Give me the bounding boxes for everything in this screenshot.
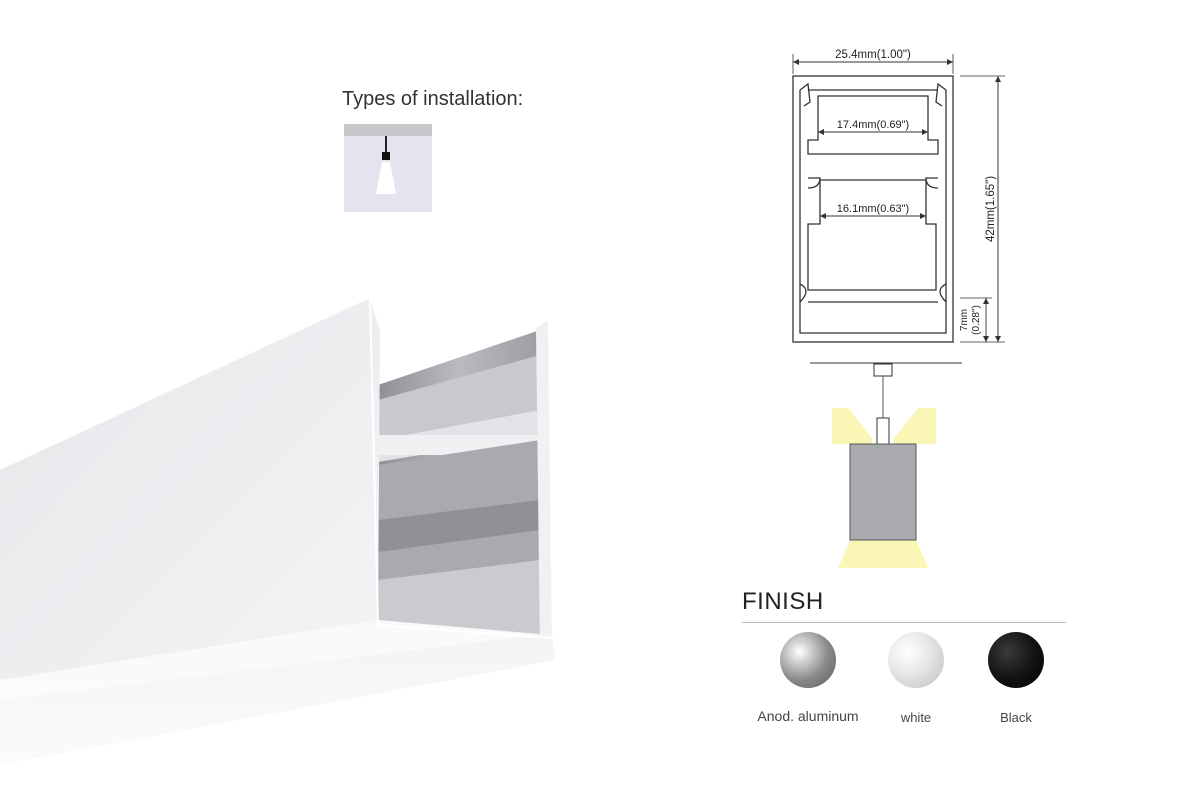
finish-title: FINISH [742,588,824,615]
finish-label-white: white [900,710,932,725]
base-label-mm: 7mm [959,309,970,331]
pendant-illustration [810,362,962,568]
width-label: 25.4mm(1.00") [835,49,911,61]
base-dimension: 7mm (0.28") [959,297,992,342]
swatch-anodized-aluminum[interactable] [780,632,836,688]
upper-channel-label: 17.4mm(0.69") [837,119,909,131]
installation-title: Types of installation: [342,88,524,110]
lower-channel-dimension: 16.1mm(0.63") [820,203,926,219]
profile-cross-section-diagram: 25.4mm(1.00") 17.4mm(0.69") 16.1mm(0.63"… [792,49,1005,568]
swatch-black[interactable] [988,632,1044,688]
height-dimension: 42mm(1.65") [960,75,1005,343]
profile-outline [792,75,954,343]
pendant-lamp-icon [344,124,432,212]
profile-render-image [0,297,555,765]
width-dimension: 25.4mm(1.00") [792,49,954,74]
height-label: 42mm(1.65") [985,176,997,242]
finish-label-black: Black [1000,710,1032,725]
upper-channel-dimension: 17.4mm(0.69") [818,119,928,135]
base-label-in: (0.28") [971,305,982,335]
finish-label-anodized: Anod. aluminum [757,708,859,724]
lower-channel-label: 16.1mm(0.63") [837,203,909,215]
swatch-white[interactable] [888,632,944,688]
finish-divider [742,622,1066,623]
